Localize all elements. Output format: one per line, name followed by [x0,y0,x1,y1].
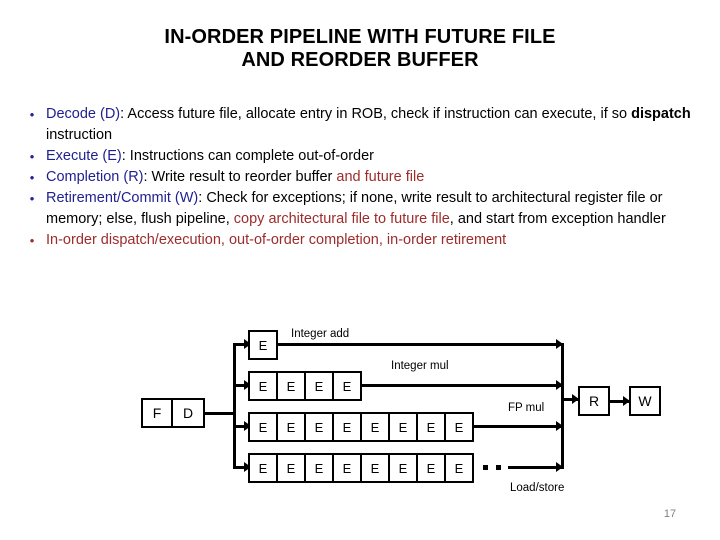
bullet-list: • Decode (D): Access future file, allocat… [18,104,704,251]
load-store-dispatch-arrow [244,462,251,472]
retire-entry-arrow [623,396,630,406]
integer-add-dispatch-arrow [244,339,251,349]
load-store-stage-6: E [416,453,446,483]
bullet-segment: copy architectural file to future file [233,211,450,227]
integer-add-dispatch-line [233,343,251,346]
bullet-segment: Completion (R) [46,169,144,185]
bullet-marker: • [29,170,35,185]
fp-mul-stage-6: E [416,412,446,442]
integer-add-stage-0: E [248,330,278,360]
load-store-stage-0: E [248,453,278,483]
load-store-dispatch-line [233,466,251,469]
integer-mul-collector-arrow [556,380,563,390]
load-store-stage-2: E [304,453,334,483]
fp-mul-result-line [474,425,563,428]
bullet-segment: , and start from exception handler [449,211,666,227]
bullet-marker: • [29,107,35,122]
page-title: IN-ORDER PIPELINE WITH FUTURE FILE AND R… [0,26,720,72]
bullet-segment: instruction [46,127,113,143]
page-number: 17 [663,508,677,520]
integer-mul-dispatch-arrow [244,380,251,390]
title-line-1: IN-ORDER PIPELINE WITH FUTURE FILE [164,26,556,48]
fp-mul-stage-0: E [248,412,278,442]
bullet-item: • Completion (R): Write result to reorder… [18,167,704,188]
decode-stage-box: D [171,398,205,428]
fp-mul-stage-5: E [388,412,418,442]
fp-mul-stage-2: E [304,412,334,442]
integer-mul-stage-3: E [332,371,362,401]
integer-mul-stage-1: E [276,371,306,401]
load-store-collector-arrow [556,462,563,472]
bullet-text: In-order dispatch/execution, out-of-orde… [46,230,704,251]
bullet-marker: • [29,191,35,206]
load-store-stage-3: E [332,453,362,483]
load-store-stage-4: E [360,453,390,483]
integer-mul-result-line [362,384,563,387]
fp-mul-stage-7: E [444,412,474,442]
load-store-stage-5: E [388,453,418,483]
bullet-marker: • [29,149,35,164]
fp-mul-stage-3: E [332,412,362,442]
bullet-text: Execute (E): Instructions can complete o… [46,146,704,167]
completion-bus [561,343,564,469]
bullet-segment: Execute (E) [46,148,122,164]
fp-mul-dispatch-arrow [244,421,251,431]
fp-mul-stage-4: E [360,412,390,442]
completion-entry-line [561,398,578,401]
bullet-segment: Retirement/Commit (W) [46,190,199,206]
bullet-segment: : Check for exceptions; if none, write r… [46,190,663,227]
fetch-stage-box: F [141,398,173,428]
load-store-label: Load/store [510,482,565,494]
integer-mul-label: Integer mul [391,360,449,372]
integer-add-collector-arrow [556,339,563,349]
bullet-text: Decode (D): Access future file, allocate… [46,104,704,146]
ellipsis-dot-1 [483,465,488,470]
bullet-segment: Decode (D) [46,106,121,122]
integer-mul-stage-2: E [304,371,334,401]
fp-mul-dispatch-line [233,425,251,428]
bullet-item: • Execute (E): Instructions can complete … [18,146,704,167]
integer-mul-stage-0: E [248,371,278,401]
bullet-text: Completion (R): Write result to reorder … [46,167,704,188]
bullet-segment: In-order dispatch/execution, out-of-orde… [46,232,507,248]
bullet-segment: and future file [336,169,425,185]
load-store-result-line [508,466,563,469]
bullet-segment: : Access future file, allocate entry in … [120,106,632,122]
fp-mul-stage-1: E [276,412,306,442]
integer-add-result-line [278,343,563,346]
load-store-stage-7: E [444,453,474,483]
bullet-item: • Decode (D): Access future file, allocat… [18,104,704,146]
title-line-2: AND REORDER BUFFER [241,49,479,71]
decode-fanout-stub [205,412,235,415]
bullet-segment: : Write result to reorder buffer [143,169,337,185]
retire-entry-line [610,400,630,403]
ellipsis-dot-2 [496,465,501,470]
bullet-item: • Retirement/Commit (W): Check for except… [18,188,704,230]
bullet-item: • In-order dispatch/execution, out-of-ord… [18,230,704,251]
retire-stage-box: W [629,386,661,416]
bullet-segment: dispatch [631,106,691,122]
completion-stage-box: R [578,386,610,416]
bullet-segment: : Instructions can complete out-of-order [121,148,375,164]
fp-mul-label: FP mul [508,402,545,414]
completion-entry-arrow [572,394,579,404]
bullet-text: Retirement/Commit (W): Check for excepti… [46,188,704,230]
pipeline-diagram: F D E Integer add E E E E Integer mul E … [0,326,720,511]
bullet-marker: • [29,233,35,248]
dispatch-bus [233,344,236,469]
load-store-stage-1: E [276,453,306,483]
fp-mul-collector-arrow [556,421,563,431]
integer-mul-dispatch-line [233,384,251,387]
integer-add-label: Integer add [291,328,350,340]
